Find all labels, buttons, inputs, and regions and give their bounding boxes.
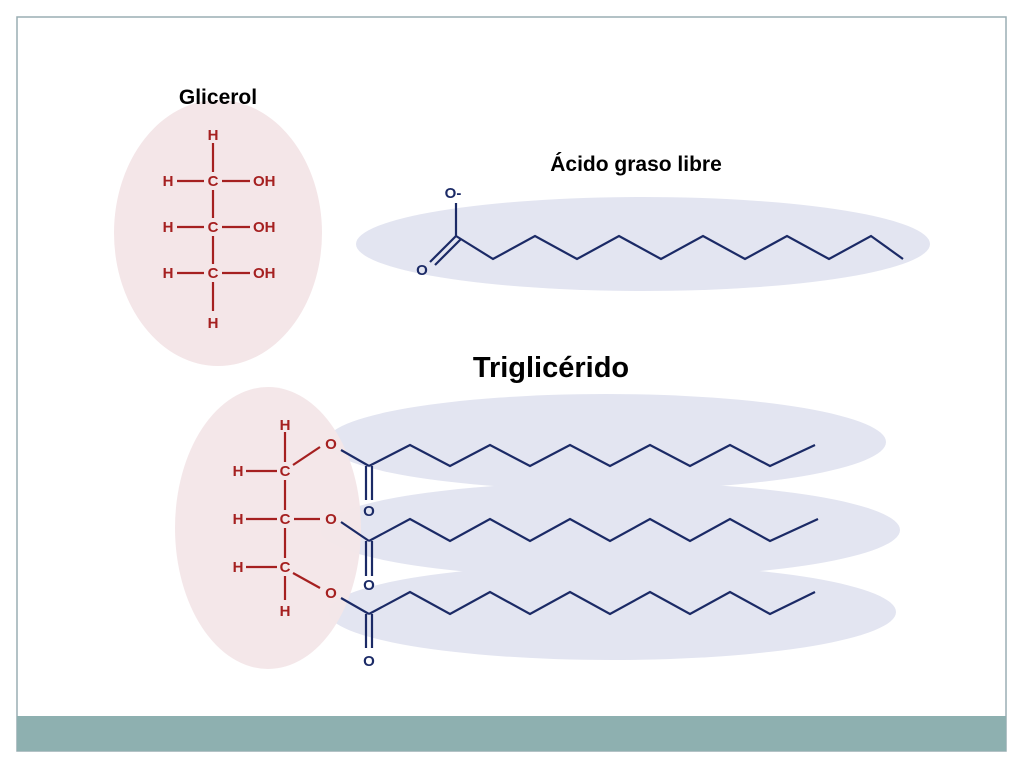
atom-h: H (163, 173, 174, 190)
bond (340, 597, 370, 615)
bond (340, 449, 370, 467)
glycerol-ellipse (114, 100, 322, 366)
glycerol-molecule: H H C OH H C OH H C OH H (163, 127, 276, 332)
fatty-acid-chain (455, 234, 904, 261)
bond (429, 235, 457, 263)
atom-oh: OH (253, 265, 276, 282)
triglyceride-title: Triglicérido (473, 352, 629, 384)
atom-h: H (163, 265, 174, 282)
atom-o: O (416, 262, 428, 279)
triglyceride-chain-1: O (340, 443, 816, 520)
chain-line (368, 590, 816, 616)
atom-h: H (233, 463, 244, 480)
atom-c: C (280, 463, 291, 480)
glycerol-group: Glicerol H H C OH H C OH H C OH H (114, 86, 322, 366)
atom-h: H (208, 315, 219, 332)
fatty-acid-title: Ácido graso libre (550, 153, 722, 176)
atom-h: H (280, 417, 291, 434)
atom-o-ester: O (325, 511, 337, 528)
fatty-acid-group: Ácido graso libre O- O (356, 153, 930, 291)
atom-c: C (208, 265, 219, 282)
atom-oh: OH (253, 173, 276, 190)
atom-c: C (208, 219, 219, 236)
atom-h: H (208, 127, 219, 144)
bond (292, 572, 321, 589)
chain-line (368, 443, 816, 468)
chain-line (368, 517, 819, 543)
chain-ellipse-1 (326, 394, 886, 490)
chain-ellipse-2 (320, 482, 900, 578)
bond (434, 238, 462, 266)
atom-h: H (163, 219, 174, 236)
triglyceride-group: Triglicérido H H C H C H C H (175, 352, 900, 670)
triglyceride-chain-2: O (340, 517, 819, 594)
atom-h: H (233, 559, 244, 576)
atom-o-carbonyl: O (363, 577, 375, 594)
atom-o-carbonyl: O (363, 653, 375, 670)
triglyceride-backbone: H H C H C H C H O O O (233, 417, 338, 620)
fatty-acid-molecule: O- O (416, 185, 904, 279)
footer-bar (17, 716, 1006, 751)
atom-o-minus: O- (445, 185, 462, 202)
atom-h: H (280, 603, 291, 620)
backbone-ellipse (175, 387, 361, 669)
atom-c: C (208, 173, 219, 190)
fatty-acid-ellipse (356, 197, 930, 291)
glycerol-title: Glicerol (179, 86, 257, 109)
bond (292, 446, 321, 466)
atom-oh: OH (253, 219, 276, 236)
triglyceride-chain-3: O (340, 590, 816, 670)
atom-o-ester: O (325, 436, 337, 453)
atom-o-ester: O (325, 585, 337, 602)
atom-o-carbonyl: O (363, 503, 375, 520)
atom-c: C (280, 559, 291, 576)
atom-c: C (280, 511, 291, 528)
bond (340, 521, 370, 542)
atom-h: H (233, 511, 244, 528)
